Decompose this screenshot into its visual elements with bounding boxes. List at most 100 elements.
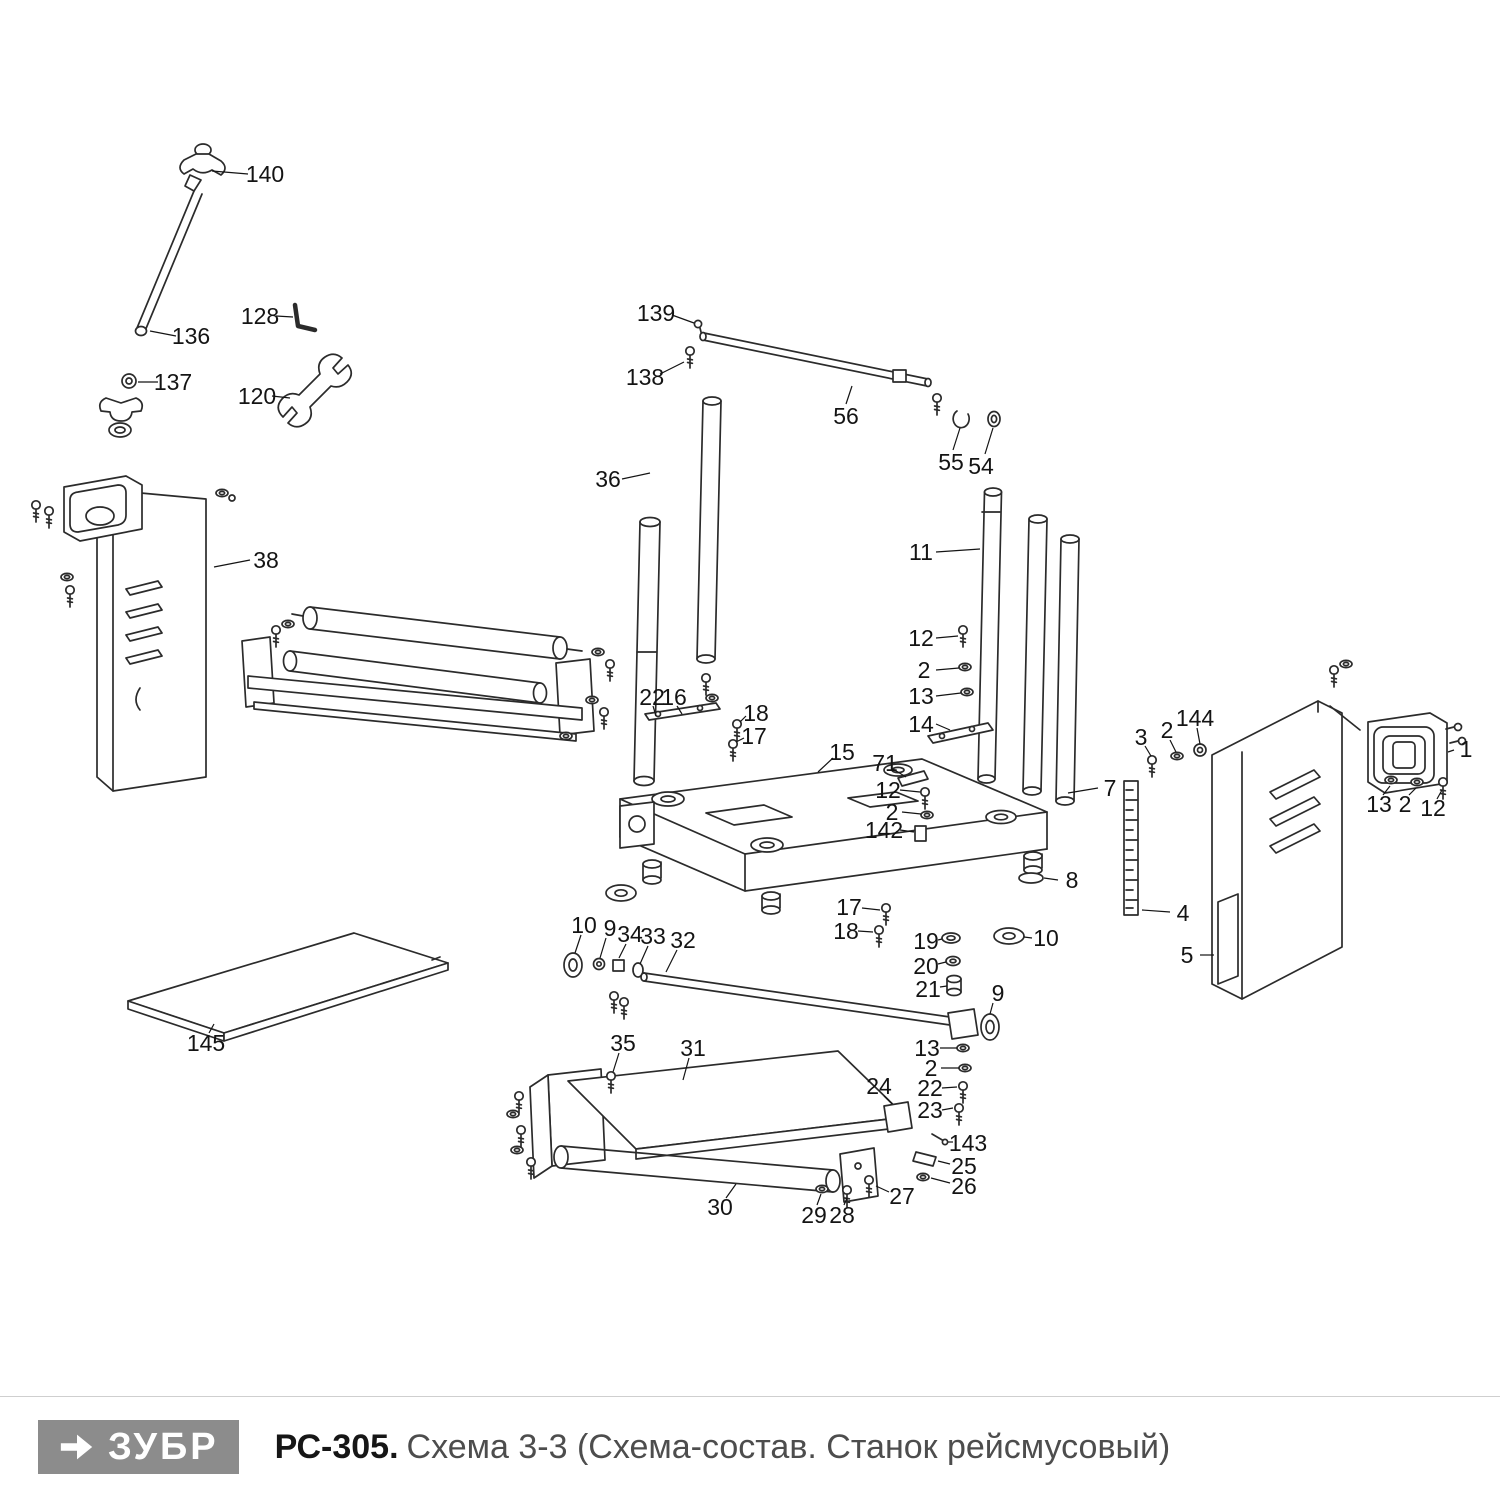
schema-title: Схема 3-3 (Схема-состав. Станок рейсмусо… bbox=[406, 1427, 1171, 1466]
part-label-22: 22 bbox=[639, 684, 665, 710]
part-label-5: 5 bbox=[1181, 942, 1194, 968]
leader-line-15 bbox=[817, 757, 834, 773]
part-label-138: 138 bbox=[626, 364, 664, 390]
leader-line-13 bbox=[935, 692, 962, 697]
leader-line-23 bbox=[941, 1107, 954, 1111]
leader-line-3 bbox=[1144, 745, 1152, 757]
part-label-17: 17 bbox=[836, 894, 862, 920]
part-label-54: 54 bbox=[968, 453, 994, 479]
part-label-71: 71 bbox=[872, 750, 898, 776]
leader-line-17 bbox=[861, 907, 881, 911]
support-columns bbox=[633, 396, 1080, 806]
leader-line-140 bbox=[211, 170, 249, 175]
part-label-33: 33 bbox=[640, 923, 666, 949]
leader-line-11 bbox=[935, 548, 981, 553]
part-label-9: 9 bbox=[604, 915, 617, 941]
leader-line-35 bbox=[612, 1052, 620, 1073]
leader-line-9 bbox=[989, 1002, 994, 1015]
part-label-9: 9 bbox=[992, 980, 1005, 1006]
part-label-14: 14 bbox=[908, 711, 934, 737]
leader-line-145 bbox=[208, 1023, 215, 1034]
zubr-arrow-icon bbox=[60, 1434, 93, 1460]
part-label-139: 139 bbox=[637, 300, 675, 326]
part-label-36: 36 bbox=[595, 466, 621, 492]
part-label-7: 7 bbox=[1104, 775, 1117, 801]
part-label-24: 24 bbox=[866, 1073, 892, 1099]
part-label-18: 18 bbox=[743, 700, 769, 726]
ruler-scale bbox=[1123, 780, 1139, 916]
part-label-34: 34 bbox=[617, 921, 643, 947]
part-label-3: 3 bbox=[1135, 724, 1148, 750]
table-assembly bbox=[506, 1050, 949, 1208]
part-label-32: 32 bbox=[670, 927, 696, 953]
part-label-13: 13 bbox=[908, 683, 934, 709]
part-label-17: 17 bbox=[741, 723, 767, 749]
part-label-16: 16 bbox=[661, 684, 687, 710]
leader-line-30 bbox=[725, 1183, 737, 1199]
leader-line-10 bbox=[574, 934, 582, 954]
leader-line-2 bbox=[1408, 787, 1417, 796]
footer-divider bbox=[0, 1396, 1500, 1397]
part-label-23: 23 bbox=[917, 1097, 943, 1123]
leader-line-21 bbox=[939, 985, 948, 988]
part-label-120: 120 bbox=[238, 383, 276, 409]
leader-line-54 bbox=[984, 427, 994, 455]
part-label-143: 143 bbox=[949, 1130, 987, 1156]
leader-line-18 bbox=[739, 715, 747, 723]
leader-line-24 bbox=[883, 1095, 893, 1105]
leader-line-1 bbox=[1447, 749, 1455, 753]
leader-line-8 bbox=[1043, 877, 1059, 881]
leader-line-12 bbox=[1436, 789, 1443, 800]
machine-base bbox=[605, 624, 1048, 997]
leader-line-12 bbox=[899, 789, 921, 793]
part-label-31: 31 bbox=[680, 1035, 706, 1061]
part-label-144: 144 bbox=[1176, 705, 1215, 731]
part-label-2: 2 bbox=[925, 1055, 938, 1081]
leader-line-2 bbox=[901, 811, 922, 815]
part-label-1: 1 bbox=[1460, 736, 1473, 762]
part-label-15: 15 bbox=[829, 739, 855, 765]
adjusting-rod-assembly bbox=[563, 952, 1000, 1126]
leader-line-2 bbox=[1169, 739, 1177, 753]
leader-line-144 bbox=[1196, 727, 1201, 745]
part-label-56: 56 bbox=[833, 403, 859, 429]
leader-line-13 bbox=[1382, 785, 1391, 796]
leader-line-36 bbox=[621, 472, 651, 480]
part-label-140: 140 bbox=[246, 161, 284, 187]
leader-line-17 bbox=[735, 737, 745, 743]
right-side-panel bbox=[1211, 659, 1361, 1000]
part-label-30: 30 bbox=[707, 1194, 733, 1220]
leader-line-29 bbox=[816, 1193, 822, 1206]
part-label-128: 128 bbox=[241, 303, 279, 329]
part-label-10: 10 bbox=[571, 912, 597, 938]
leader-line-56 bbox=[845, 385, 853, 405]
crank-handle-assembly bbox=[98, 143, 226, 438]
diagram-title: РС-305.Схема 3-3 (Схема-состав. Станок р… bbox=[275, 1428, 1171, 1467]
leader-line-9 bbox=[599, 937, 607, 959]
part-label-136: 136 bbox=[172, 323, 210, 349]
leader-line-22 bbox=[941, 1086, 958, 1089]
leader-line-142 bbox=[899, 829, 915, 833]
leader-line-138 bbox=[659, 361, 685, 375]
leader-line-18 bbox=[857, 930, 874, 933]
leader-line-4 bbox=[1141, 909, 1171, 913]
part-label-55: 55 bbox=[938, 449, 964, 475]
leader-line-139 bbox=[671, 314, 695, 324]
leader-line-34 bbox=[618, 943, 627, 959]
footer: ЗУБР РС-305.Схема 3-3 (Схема-состав. Ста… bbox=[0, 1396, 1500, 1500]
part-label-21: 21 bbox=[915, 976, 941, 1002]
part-label-12: 12 bbox=[908, 625, 934, 651]
footer-row: ЗУБР РС-305.Схема 3-3 (Схема-состав. Ста… bbox=[0, 1396, 1500, 1474]
leader-line-128 bbox=[275, 315, 294, 318]
leader-line-2 bbox=[935, 667, 960, 671]
part-label-13: 13 bbox=[914, 1035, 940, 1061]
leader-line-136 bbox=[149, 330, 177, 337]
leader-line-27 bbox=[875, 1185, 890, 1193]
part-label-22: 22 bbox=[917, 1075, 943, 1101]
hex-key bbox=[292, 302, 318, 333]
part-label-4: 4 bbox=[1177, 900, 1190, 926]
leader-line-20 bbox=[937, 961, 947, 965]
leader-line-10 bbox=[1023, 936, 1033, 939]
